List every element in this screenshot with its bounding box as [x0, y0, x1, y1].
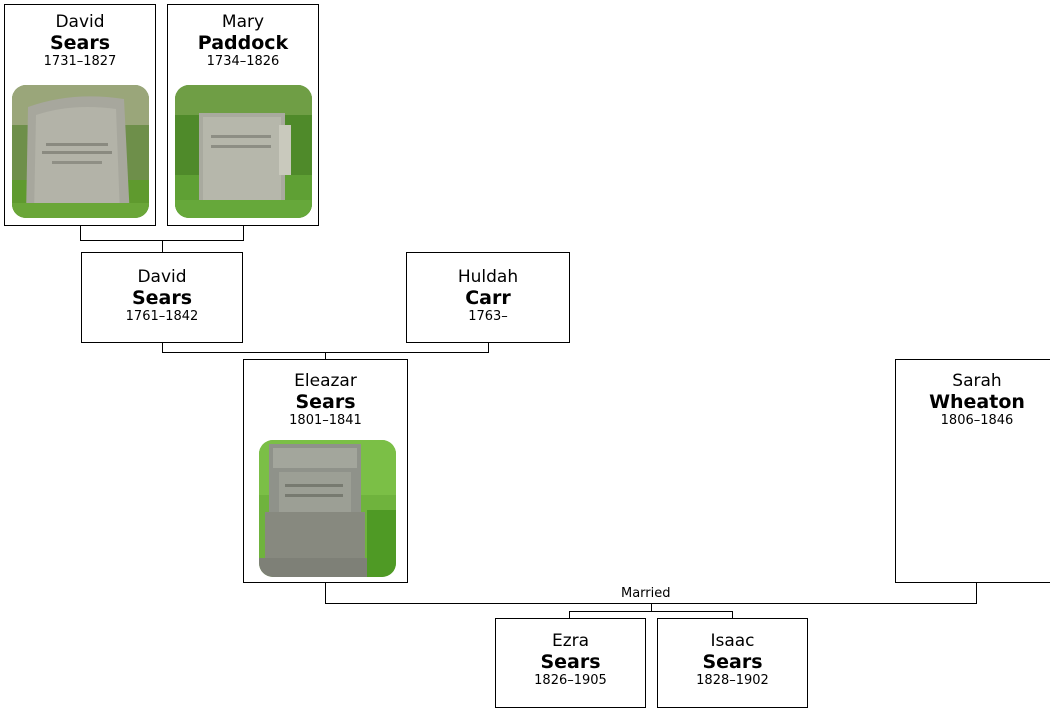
- person-card-ezra-sears[interactable]: Ezra Sears 1826–1905: [495, 618, 646, 708]
- surname: Sears: [702, 651, 763, 673]
- gravestone-photo[interactable]: [259, 440, 396, 577]
- connector-line: [651, 603, 652, 612]
- life-dates: 1763–: [468, 309, 508, 324]
- connector-line: [325, 352, 326, 360]
- given-name: Eleazar: [294, 371, 357, 391]
- connector-line: [732, 611, 733, 619]
- given-name: Ezra: [551, 631, 590, 651]
- surname: Paddock: [197, 32, 289, 54]
- connector-line: [80, 225, 81, 241]
- connector-line: [325, 582, 326, 604]
- connector-line: [488, 342, 489, 353]
- surname: Carr: [465, 287, 511, 309]
- life-dates: 1734–1826: [206, 54, 280, 69]
- given-name: David: [137, 267, 187, 287]
- given-name: David: [55, 12, 105, 32]
- surname: Sears: [49, 32, 111, 54]
- surname: Sears: [131, 287, 193, 309]
- given-name: Mary: [221, 12, 265, 32]
- given-name: Huldah: [457, 267, 519, 287]
- life-dates: 1828–1902: [696, 673, 769, 688]
- connector-line: [243, 225, 244, 241]
- life-dates: 1826–1905: [534, 673, 607, 688]
- given-name: Isaac: [710, 631, 755, 651]
- connector-line: [569, 611, 733, 612]
- given-name: Sarah: [952, 371, 1002, 391]
- life-dates: 1801–1841: [289, 413, 362, 428]
- person-card-david-sears-1761[interactable]: David Sears 1761–1842: [81, 252, 243, 343]
- person-card-isaac-sears[interactable]: Isaac Sears 1828–1902: [657, 618, 808, 708]
- connector-line: [162, 240, 163, 253]
- surname: Sears: [540, 651, 601, 673]
- connector-line: [162, 342, 163, 353]
- person-card-huldah-carr[interactable]: Huldah Carr 1763–: [406, 252, 570, 343]
- connector-line: [569, 611, 570, 619]
- surname: Wheaton: [929, 391, 1025, 413]
- person-card-eleazar-sears[interactable]: Eleazar Sears 1801–1841: [243, 359, 408, 583]
- person-card-mary-paddock[interactable]: Mary Paddock 1734–1826: [167, 4, 319, 226]
- surname: Sears: [295, 391, 356, 413]
- person-card-david-sears-1731[interactable]: David Sears 1731–1827: [4, 4, 156, 226]
- gravestone-photo[interactable]: [175, 85, 312, 218]
- life-dates: 1761–1842: [125, 309, 199, 324]
- life-dates: 1806–1846: [940, 413, 1014, 428]
- person-card-sarah-wheaton[interactable]: Sarah Wheaton 1806–1846: [895, 359, 1050, 583]
- life-dates: 1731–1827: [43, 54, 117, 69]
- gravestone-photo[interactable]: [12, 85, 149, 218]
- marriage-label: Married: [621, 586, 671, 601]
- connector-line: [976, 582, 977, 604]
